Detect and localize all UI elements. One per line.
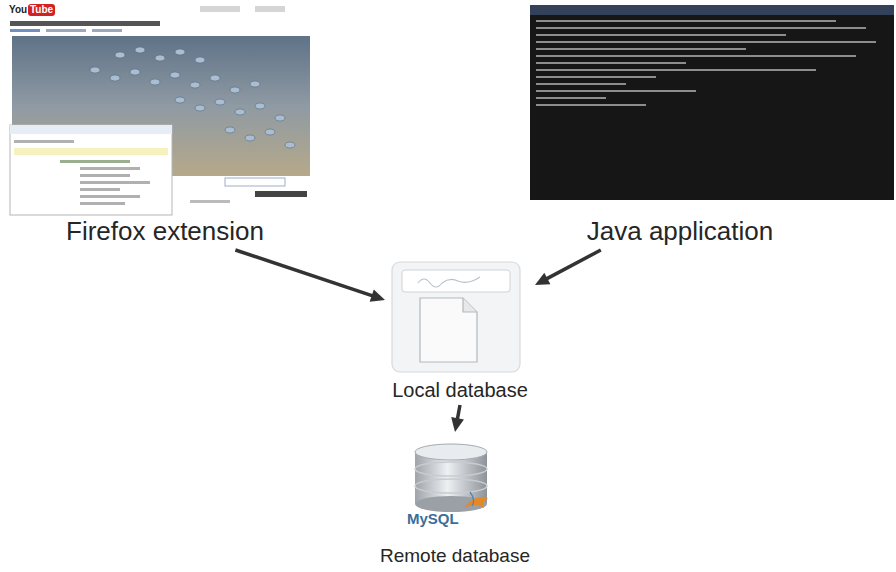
component-box: Firefox extension bbox=[5, 5, 325, 250]
console-screenshot bbox=[530, 5, 894, 200]
database-server-icon bbox=[415, 444, 488, 512]
component-caption: Java application bbox=[587, 217, 773, 247]
database-file-icon bbox=[392, 262, 520, 372]
flow-arrow bbox=[451, 405, 464, 432]
arrow-line bbox=[546, 250, 600, 279]
flow-arrow bbox=[235, 250, 385, 302]
component-caption: Firefox extension bbox=[66, 217, 264, 247]
arrow-head bbox=[370, 289, 385, 301]
component-box: Java application bbox=[528, 5, 892, 250]
component-caption: Local database bbox=[392, 379, 528, 402]
flow-arrow bbox=[535, 250, 601, 285]
arrow-head bbox=[451, 417, 464, 432]
arrow-line bbox=[457, 405, 460, 419]
arrow-head bbox=[535, 273, 550, 285]
logo-text: MySQL bbox=[407, 510, 459, 528]
component-box: Remote database bbox=[375, 432, 535, 570]
logo-text: You bbox=[9, 4, 27, 16]
arrow-line bbox=[235, 250, 372, 296]
component-box: Local database bbox=[385, 255, 535, 405]
logo-text: Tube bbox=[28, 4, 55, 16]
component-caption: Remote database bbox=[380, 545, 530, 567]
browser-screenshot bbox=[5, 3, 317, 215]
